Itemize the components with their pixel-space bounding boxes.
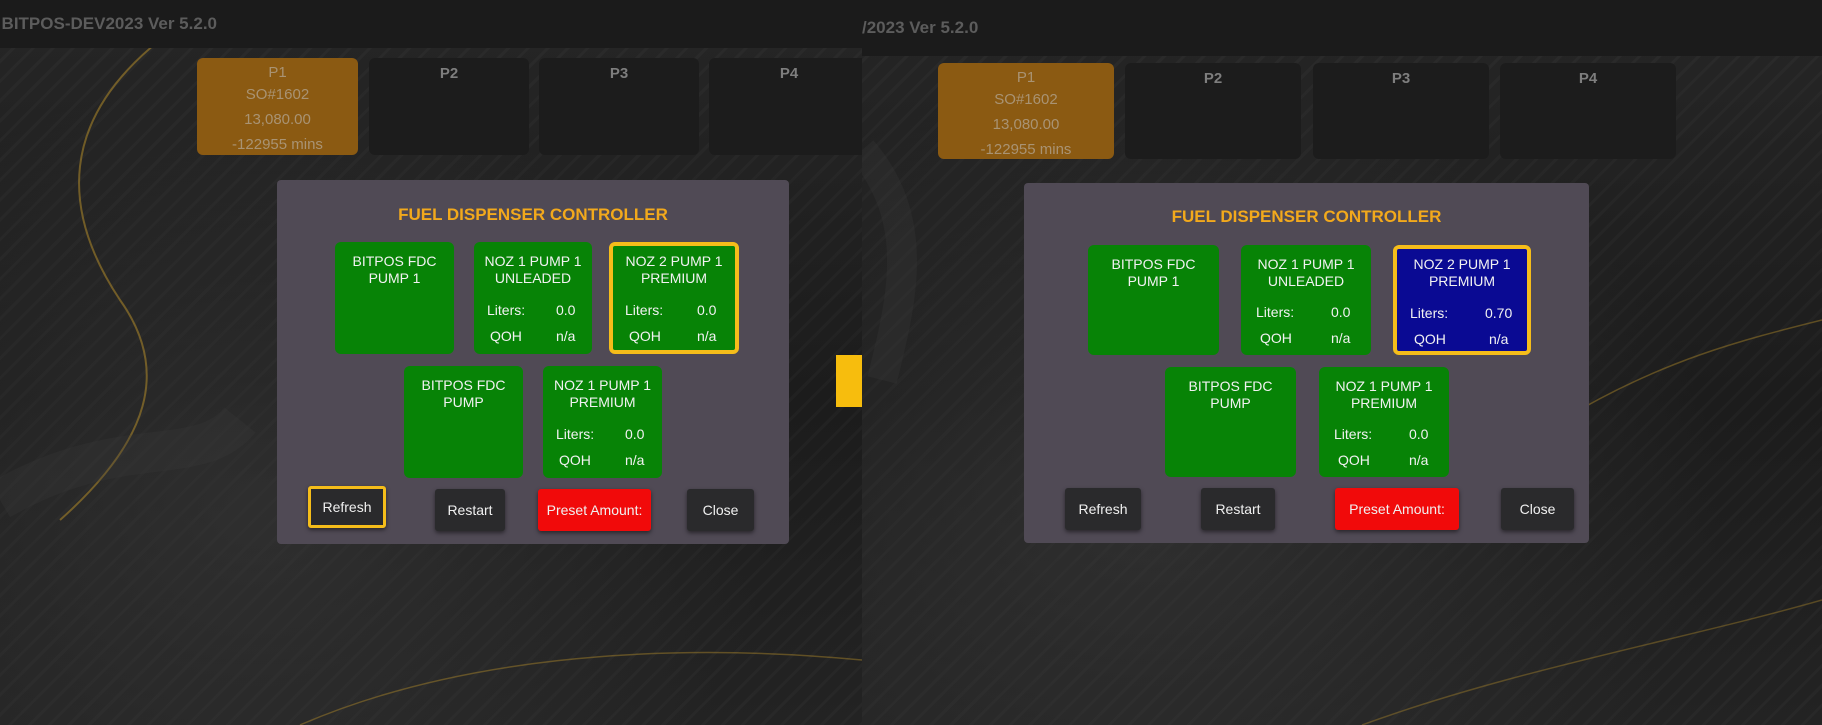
- dialog-title: FUEL DISPENSER CONTROLLER: [398, 205, 668, 224]
- pump-tab-p1[interactable]: P1 SO#1602 13,080.00 -122955 mins: [938, 63, 1114, 159]
- qoh-label: QOH: [1338, 452, 1370, 468]
- qoh-label: QOH: [559, 452, 591, 468]
- liters-value: 0.0: [1331, 304, 1351, 320]
- background-decoration: [862, 140, 1822, 725]
- qoh-value: n/a: [556, 328, 576, 344]
- qoh-value: n/a: [1331, 330, 1351, 346]
- tile-noz1-premium[interactable]: NOZ 1 PUMP 1 PREMIUM Liters: 0.0 QOH n/a: [1319, 367, 1449, 477]
- liters-value: 0.0: [556, 302, 576, 318]
- top-bar: /2023 Ver 5.2.0: [862, 0, 1822, 56]
- pump-tab-label: P3: [1391, 70, 1411, 87]
- preset-amount-button[interactable]: Preset Amount:: [538, 489, 651, 531]
- restart-button[interactable]: Restart: [1201, 488, 1275, 530]
- tile-fdc-pump[interactable]: BITPOS FDC PUMP: [1165, 367, 1296, 477]
- qoh-label: QOH: [1414, 331, 1446, 347]
- tile-name: NOZ 2 PUMP 1 PREMIUM: [625, 253, 723, 286]
- pump-sale-order: SO#1602: [994, 91, 1058, 108]
- app-title: SLOTS BITPOS-DEV2023 Ver 5.2.0: [0, 14, 217, 33]
- pump-tab-label: P1: [1016, 69, 1036, 86]
- pump-tab-p2[interactable]: P2: [369, 58, 529, 155]
- liters-label: Liters:: [487, 302, 526, 318]
- fuel-dispenser-dialog: FUEL DISPENSER CONTROLLER BITPOS FDC PUM…: [1024, 183, 1589, 543]
- liters-value: 0.0: [697, 302, 717, 318]
- close-button[interactable]: Close: [1501, 488, 1574, 530]
- liters-label: Liters:: [1334, 426, 1373, 442]
- tile-name: NOZ 1 PUMP 1 UNLEADED: [1257, 256, 1355, 289]
- pump-tab-label: P2: [439, 65, 459, 82]
- qoh-label: QOH: [629, 328, 661, 344]
- pump-duration: -122955 mins: [980, 141, 1072, 158]
- tile-name: BITPOS FDC PUMP: [421, 377, 506, 410]
- qoh-value: n/a: [625, 452, 645, 468]
- after-screen: /2023 Ver 5.2.0 P1 SO#1602 13,080.00 -12…: [862, 0, 1822, 725]
- pump-tab-label: P4: [779, 65, 799, 82]
- pump-tab-label: P1: [268, 64, 287, 81]
- tile-name: NOZ 1 PUMP 1 UNLEADED: [484, 253, 582, 286]
- top-bar: SLOTS BITPOS-DEV2023 Ver 5.2.0: [0, 0, 862, 48]
- tile-name: NOZ 1 PUMP 1 PREMIUM: [554, 377, 651, 410]
- tile-fdc-pump-1[interactable]: BITPOS FDC PUMP 1: [1088, 245, 1219, 355]
- qoh-value: n/a: [1409, 452, 1429, 468]
- liters-label: Liters:: [1256, 304, 1295, 320]
- refresh-button[interactable]: Refresh: [308, 486, 386, 528]
- pump-tab-label: P2: [1203, 70, 1223, 87]
- liters-label: Liters:: [625, 302, 664, 318]
- pump-tab-p3[interactable]: P3: [539, 58, 699, 155]
- pump-amount: 13,080.00: [244, 111, 311, 128]
- pump-tab-label: P3: [609, 65, 629, 82]
- qoh-label: QOH: [1260, 330, 1292, 346]
- tile-name: BITPOS FDC PUMP 1: [352, 253, 437, 286]
- pump-amount: 13,080.00: [992, 116, 1060, 133]
- tile-name: BITPOS FDC PUMP 1: [1111, 256, 1196, 289]
- pump-tab-p4[interactable]: P4: [709, 58, 862, 155]
- liters-value: 0.0: [625, 426, 645, 442]
- tile-noz2-premium[interactable]: NOZ 2 PUMP 1 PREMIUM Liters: 0.0 QOH n/a: [609, 242, 739, 354]
- liters-label: Liters:: [1410, 305, 1449, 321]
- restart-button[interactable]: Restart: [435, 489, 505, 531]
- liters-label: Liters:: [556, 426, 595, 442]
- liters-value: 0.70: [1485, 305, 1513, 321]
- close-button[interactable]: Close: [687, 489, 754, 531]
- tile-noz1-unleaded[interactable]: NOZ 1 PUMP 1 UNLEADED Liters: 0.0 QOH n/…: [1241, 245, 1371, 355]
- qoh-value: n/a: [697, 328, 717, 344]
- tile-name: NOZ 2 PUMP 1 PREMIUM: [1413, 256, 1511, 289]
- pump-tab-p4[interactable]: P4: [1500, 63, 1676, 159]
- pump-sale-order: SO#1602: [245, 86, 310, 103]
- app-title: /2023 Ver 5.2.0: [862, 18, 979, 37]
- pump-duration: -122955 mins: [232, 136, 323, 153]
- pump-tab-label: P4: [1578, 70, 1598, 87]
- tile-noz2-premium[interactable]: NOZ 2 PUMP 1 PREMIUM Liters: 0.70 QOH n/…: [1393, 245, 1531, 355]
- pump-tab-p3[interactable]: P3: [1313, 63, 1489, 159]
- refresh-button[interactable]: Refresh: [1065, 488, 1141, 530]
- fuel-dispenser-dialog: FUEL DISPENSER CONTROLLER BITPOS FDC PUM…: [277, 180, 789, 544]
- tile-fdc-pump-1[interactable]: BITPOS FDC PUMP 1: [335, 242, 454, 354]
- tile-name: BITPOS FDC PUMP: [1188, 378, 1273, 411]
- tile-noz1-premium[interactable]: NOZ 1 PUMP 1 PREMIUM Liters: 0.0 QOH n/a: [543, 366, 662, 478]
- tile-name: NOZ 1 PUMP 1 PREMIUM: [1335, 378, 1433, 411]
- pump-tab-p1[interactable]: P1 SO#1602 13,080.00 -122955 mins: [197, 58, 358, 155]
- background-decoration: [0, 39, 862, 725]
- qoh-label: QOH: [490, 328, 522, 344]
- tile-fdc-pump[interactable]: BITPOS FDC PUMP: [404, 366, 523, 478]
- liters-value: 0.0: [1409, 426, 1429, 442]
- before-screen: SLOTS BITPOS-DEV2023 Ver 5.2.0 P1 SO#160…: [0, 0, 862, 725]
- pump-tab-p2[interactable]: P2: [1125, 63, 1301, 159]
- preset-amount-button[interactable]: Preset Amount:: [1335, 488, 1459, 530]
- qoh-value: n/a: [1489, 331, 1509, 347]
- dialog-title: FUEL DISPENSER CONTROLLER: [1171, 207, 1442, 226]
- tile-noz1-unleaded[interactable]: NOZ 1 PUMP 1 UNLEADED Liters: 0.0 QOH n/…: [474, 242, 592, 354]
